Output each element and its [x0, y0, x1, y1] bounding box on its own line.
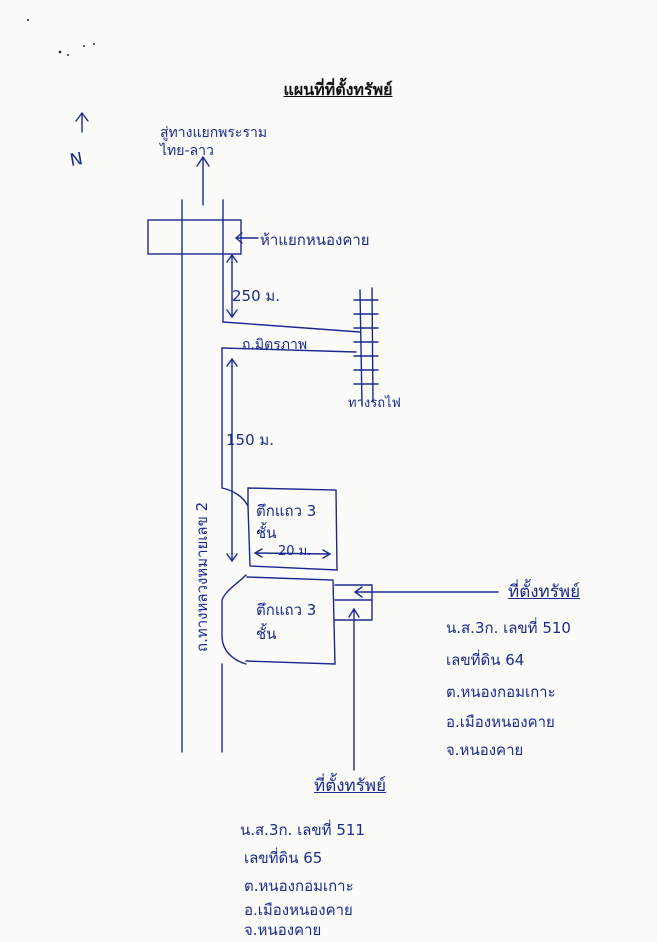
- arrow-bottom-label: [348, 607, 360, 771]
- property-bottom-heading: ที่ตั้งทรัพย์: [314, 776, 387, 796]
- building-lower-label: ตึกแถว 3 ชั้น: [256, 601, 317, 643]
- junction-box: [147, 219, 242, 255]
- distance-mid-label: 150 ม.: [226, 431, 275, 449]
- side-road: [221, 321, 361, 353]
- side-road-label: ถ.มิตรภาพ: [242, 337, 308, 353]
- curb-curve: [221, 574, 247, 665]
- building-upper-outline: [247, 487, 338, 571]
- building-upper-width-arrow: [253, 548, 332, 559]
- main-road-right-edge-mid: [221, 347, 249, 507]
- rail-label: ทางรถไฟ: [348, 396, 401, 411]
- top-destination-label: สู่ทางแยกพระราม ไทย-ลาว: [160, 125, 268, 159]
- building-lower-outline: [245, 576, 336, 665]
- property-right-line: น.ส.3ก. เลขที่ 510: [446, 619, 571, 637]
- property-bottom-line: ต.หนองกอมเกาะ: [244, 877, 354, 895]
- property-right-line: เลขที่ดิน 64: [446, 651, 525, 669]
- property-right-line: ต.หนองกอมเกาะ: [446, 683, 556, 701]
- building-upper-width-label: 20 ม.: [278, 544, 312, 559]
- parcel-boxes: [334, 584, 373, 621]
- property-right-line: อ.เมืองหนองคาย: [446, 713, 555, 731]
- up-arrow-icon: [196, 155, 210, 206]
- rail-track: [359, 287, 374, 406]
- north-arrow-icon: [75, 111, 89, 133]
- junction-label: ห้าแยกหนองคาย: [260, 231, 370, 249]
- map-title: แผนที่ที่ตั้งทรัพย์: [283, 80, 393, 99]
- property-bottom-line: เลขที่ดิน 65: [244, 849, 323, 867]
- property-right-heading: ที่ตั้งทรัพย์: [508, 582, 581, 602]
- main-road-label: ถ.ทางหลวงหมายเลข 2: [193, 501, 211, 652]
- property-bottom-line: จ.หนองคาย: [244, 921, 322, 939]
- property-bottom-line: น.ส.3ก. เลขที่ 511: [240, 821, 365, 839]
- building-upper-label: ตึกแถว 3 ชั้น: [256, 502, 317, 542]
- rail-ties: [353, 299, 379, 385]
- distance-top-label: 250 ม.: [232, 287, 281, 305]
- property-bottom-line: อ.เมืองหนองคาย: [244, 901, 353, 919]
- distance-mid-arrow: [226, 357, 238, 563]
- distance-top-arrow: [226, 253, 238, 319]
- junction-arrow-icon: [234, 232, 259, 244]
- arrow-right-label: [353, 586, 499, 598]
- property-right-line: จ.หนองคาย: [446, 741, 524, 759]
